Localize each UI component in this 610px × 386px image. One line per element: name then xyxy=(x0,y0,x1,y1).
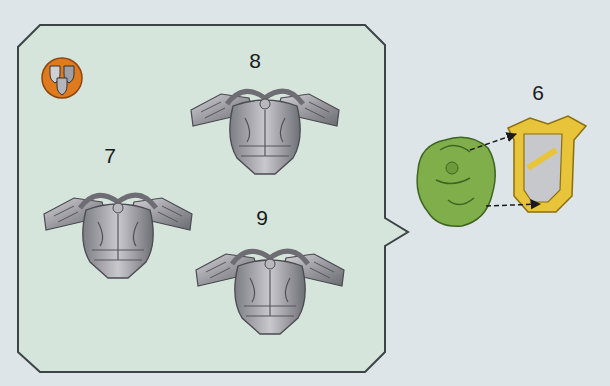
callout-number: 8 xyxy=(249,50,261,71)
parts-panel xyxy=(18,25,408,372)
armour-piece xyxy=(196,251,344,334)
callout-number: 6 xyxy=(532,82,544,103)
armour-frame xyxy=(508,116,586,212)
green-torso xyxy=(417,137,495,226)
option-icon xyxy=(42,58,82,98)
armour-piece xyxy=(44,195,192,278)
callout-number: 9 xyxy=(256,207,268,228)
callout-number: 7 xyxy=(104,145,116,166)
assembly-arrow xyxy=(486,204,540,206)
assembly-arrow xyxy=(470,134,516,150)
armour-piece xyxy=(191,91,339,174)
